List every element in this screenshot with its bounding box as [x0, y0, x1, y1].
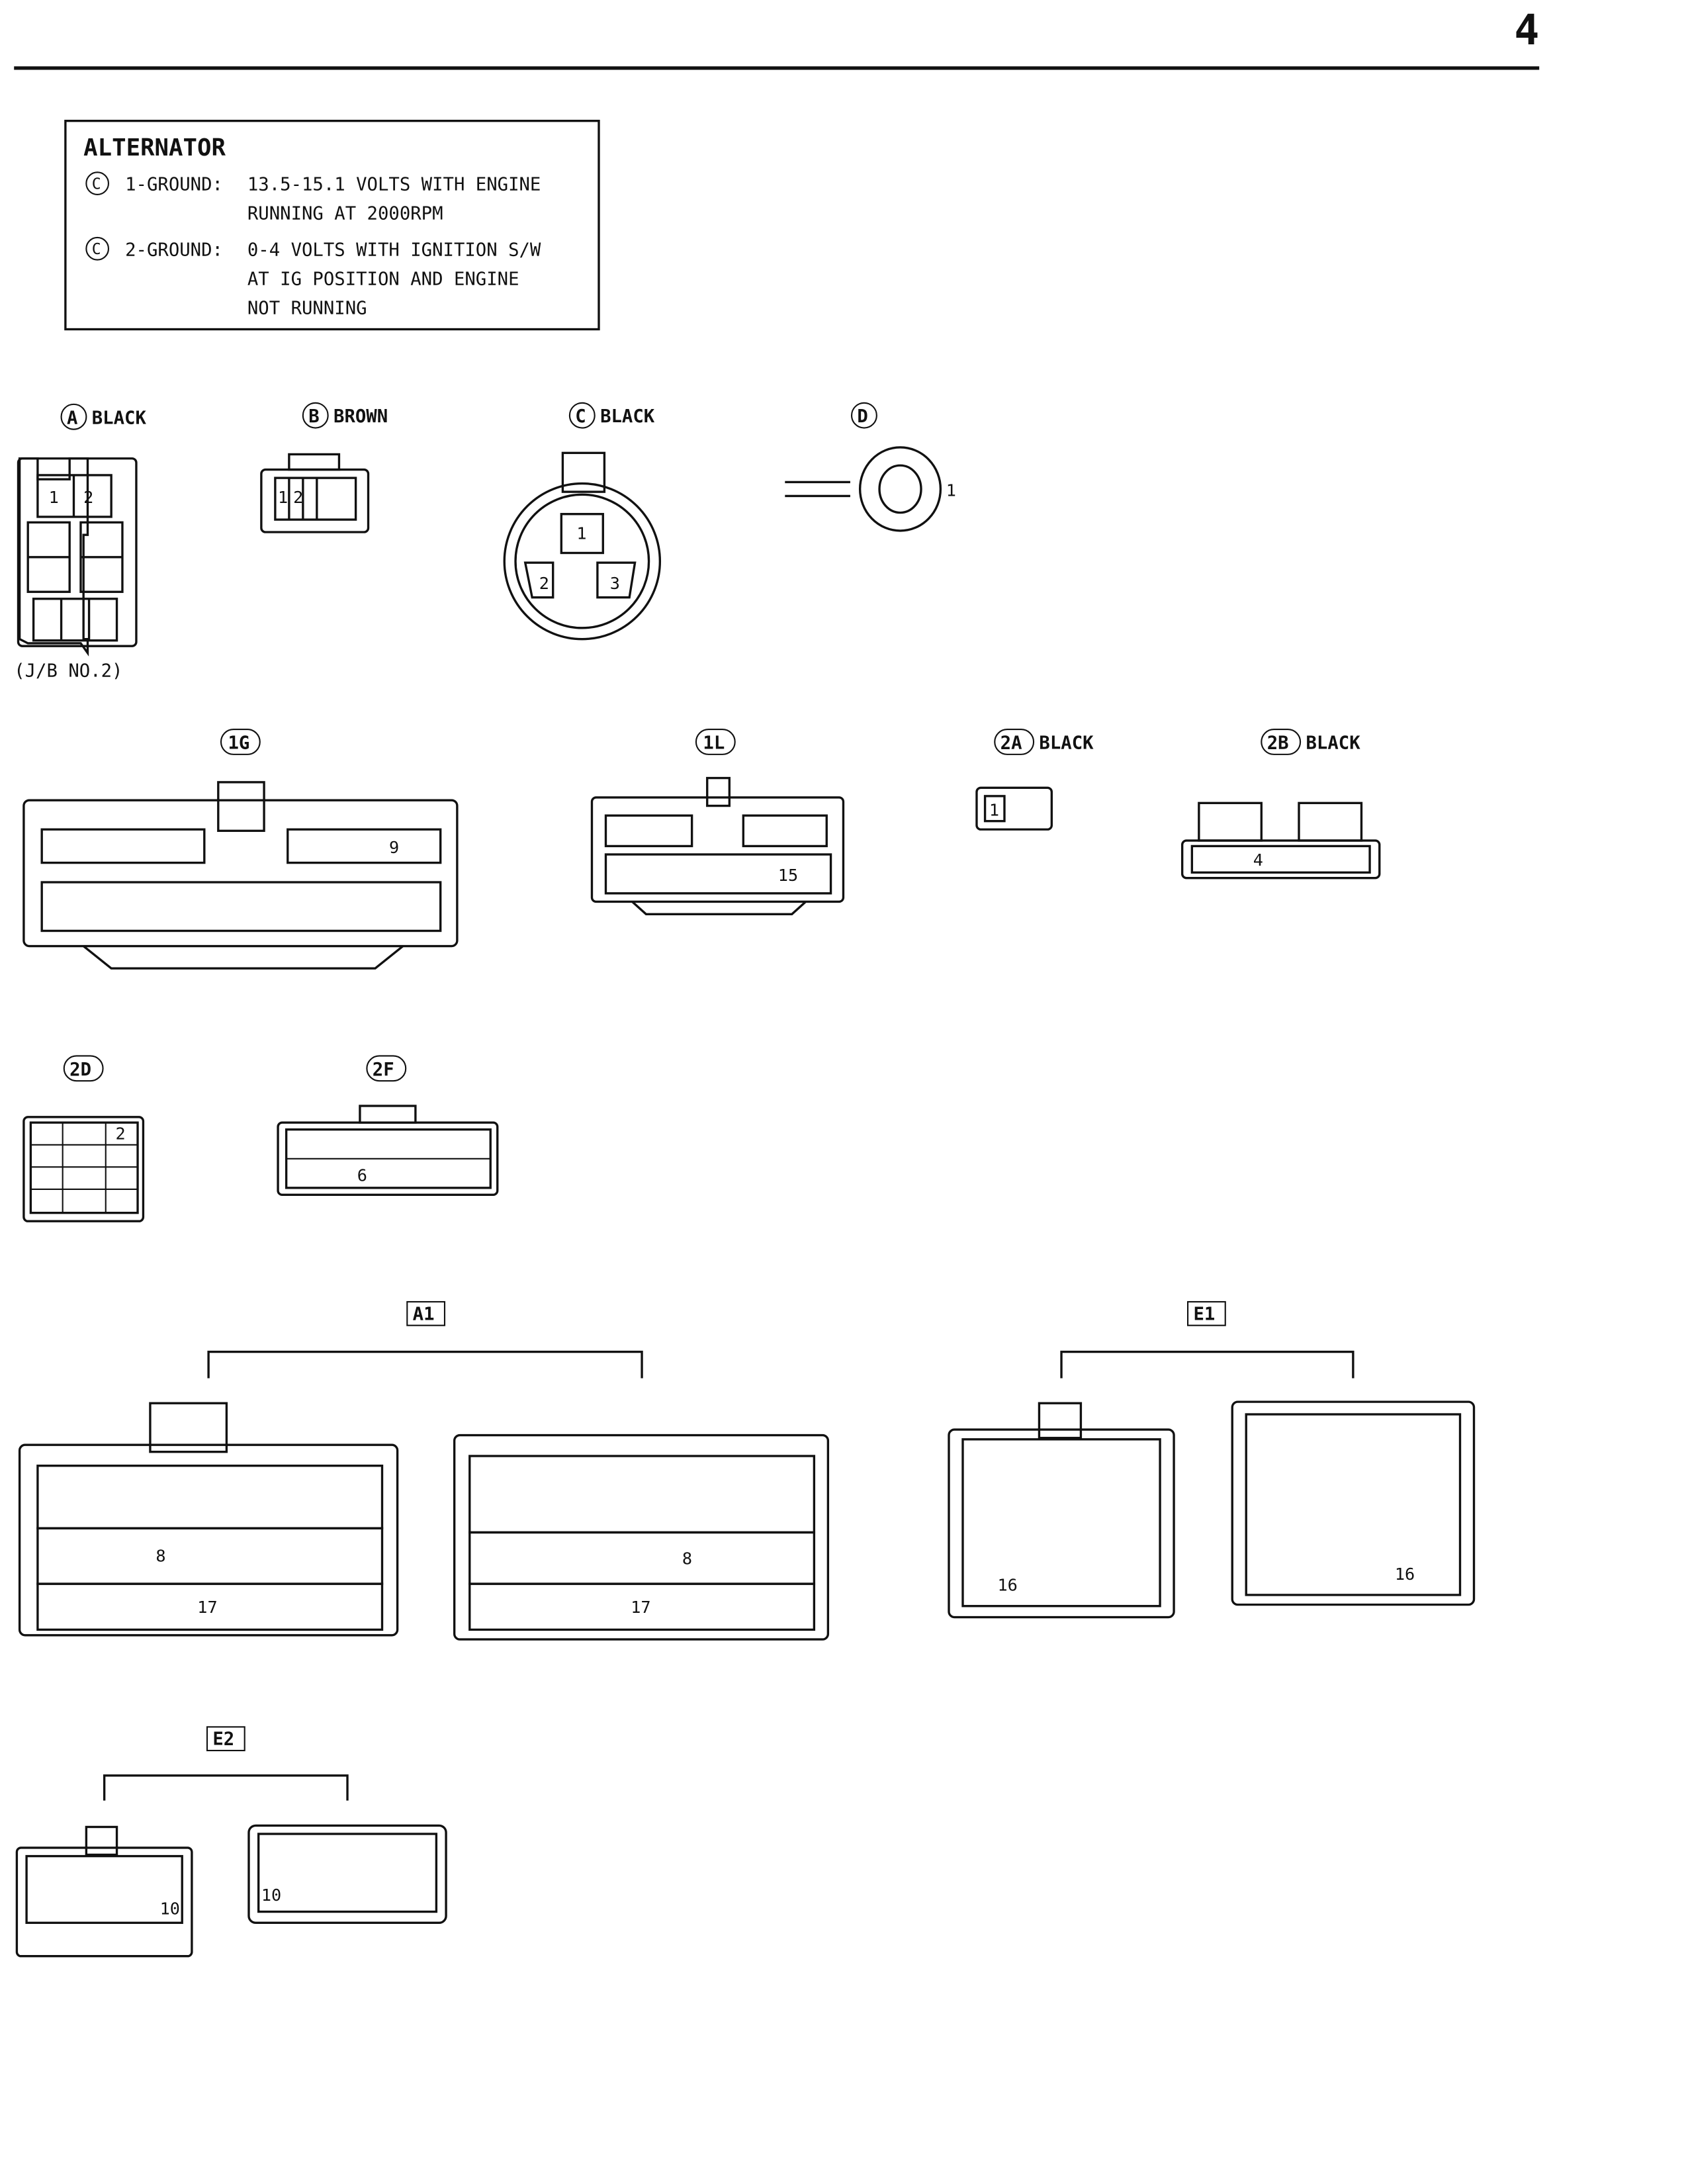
pin-label: 2 [83, 488, 93, 507]
connector-e1: E1 16 16 [948, 1300, 1476, 1619]
pin-label: 15 [778, 866, 798, 885]
pin-label: 10 [261, 1886, 281, 1905]
alternator-title: ALTERNATOR [83, 134, 226, 161]
pin-label: 2 [115, 1124, 125, 1143]
connector-b-code: B [308, 406, 319, 427]
connector-a-color: BLACK [92, 408, 147, 428]
connector-2a-color: BLACK [1039, 733, 1094, 753]
pin-label: 9 [389, 838, 399, 857]
pin-label: 2 [539, 574, 549, 593]
ground-1-label: 1-GROUND: [125, 175, 223, 195]
connector-2b-color: BLACK [1306, 733, 1360, 753]
connector-1g: 1G 9 [22, 729, 459, 970]
connector-1l-code: 1L [703, 733, 725, 753]
pin-label: 8 [155, 1547, 165, 1566]
page-number: 4 [1514, 6, 1539, 54]
connector-c: C BLACK 1 2 3 [503, 402, 662, 641]
connector-c-ref: C [92, 175, 101, 193]
connector-e2: E2 10 10 [15, 1726, 447, 1958]
connector-a: A BLACK 1 2 (J/B NO.2) [14, 403, 147, 681]
ground-2-line-2: AT IG POSITION AND ENGINE [247, 269, 519, 289]
connector-2f: 2F 6 [277, 1055, 499, 1197]
connector-d: D 1 [785, 402, 956, 532]
pin-label: 17 [197, 1598, 217, 1617]
connector-a-note: (J/B NO.2) [14, 660, 122, 681]
connector-a1: A1 8 17 8 17 [18, 1300, 830, 1641]
pin-label: 1 [278, 488, 288, 507]
pin-label: 2 [293, 488, 303, 507]
ground-2-line-1: 0-4 VOLTS WITH IGNITION S/W [247, 240, 541, 260]
connector-e1-code: E1 [1193, 1304, 1215, 1324]
connector-1l: 1L 15 [590, 729, 845, 915]
pin-label: 17 [631, 1598, 650, 1617]
ground-1-line-1: 13.5-15.1 VOLTS WITH ENGINE [247, 175, 541, 195]
connector-2d: 2D 2 [22, 1055, 145, 1222]
connector-b: B BROWN 1 2 [260, 402, 388, 533]
connector-c-color: BLACK [600, 406, 655, 427]
pin-label: 1 [576, 524, 586, 543]
pin-label: 1 [946, 480, 956, 500]
ground-1-line-2: RUNNING AT 2000RPM [247, 204, 443, 224]
ground-2-line-3: NOT RUNNING [247, 298, 367, 318]
connector-d-code: D [857, 406, 867, 427]
pin-label: 10 [160, 1899, 180, 1919]
connector-2a: 2A BLACK 1 [975, 729, 1094, 831]
connector-a1-code: A1 [413, 1304, 435, 1324]
pin-label: 3 [610, 574, 620, 593]
ground-2-label: 2-GROUND: [125, 240, 223, 260]
connector-2b: 2B BLACK 4 [1180, 729, 1381, 880]
connector-c-code: C [575, 406, 586, 427]
pin-label: 16 [1395, 1565, 1415, 1584]
connector-2a-code: 2A [1000, 733, 1022, 753]
connector-b-color: BROWN [333, 406, 388, 427]
connector-2f-code: 2F [373, 1060, 394, 1080]
connector-2b-code: 2B [1267, 733, 1289, 753]
connector-a-code: A [67, 408, 77, 428]
pin-label: 1 [989, 800, 999, 819]
pin-label: 1 [49, 488, 59, 507]
pin-label: 16 [997, 1576, 1017, 1595]
connector-1g-code: 1G [228, 733, 249, 753]
pin-label: 8 [682, 1549, 692, 1569]
connector-2d-code: 2D [69, 1060, 91, 1080]
connector-c-ref: C [92, 241, 101, 258]
pin-label: 6 [357, 1165, 367, 1185]
pin-label: 4 [1253, 850, 1263, 870]
connector-e2-code: E2 [212, 1729, 234, 1750]
alternator-spec-box: ALTERNATOR C 1-GROUND: 13.5-15.1 VOLTS W… [64, 119, 600, 331]
